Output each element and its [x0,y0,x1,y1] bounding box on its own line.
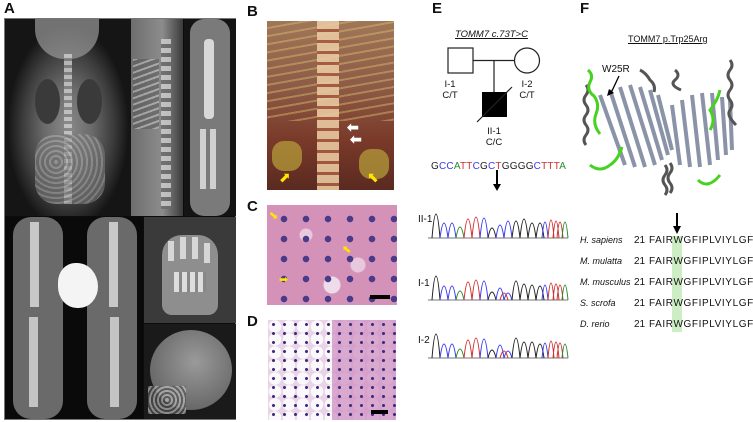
sequence-segment: FAIR [649,235,674,246]
sequence-segment: GFIPLVIYLGF [683,319,753,330]
protein-title: TOMM7 p.Trp25Arg [628,34,708,44]
sequence-segment: FAIR [649,277,674,288]
pedigree-i2-id: I-2 [521,79,533,90]
highlighted-residue: W [673,319,684,330]
sequence-segment: GFIPLVIYLGF [683,256,753,267]
chromatogram-i2 [428,333,569,359]
panel-a-radiographs [4,18,236,420]
dna-base: T [466,161,473,172]
scale-bar [371,410,388,414]
white-arrow-icon: ⬅ [350,131,362,147]
species-label: D. rerio [580,319,610,329]
panel-d-histology [268,320,396,420]
highlighted-residue: W [673,277,684,288]
residue-start: 21 [634,319,646,330]
dna-base: C [438,161,447,172]
residue-start: 21 [634,277,646,288]
alignment-arrow-icon [676,213,678,228]
species-label: M. mulatta [580,256,623,266]
chromatogram-ii1 [428,213,569,239]
mutation-arrow-head [493,184,501,191]
dna-base: T [547,161,554,172]
protein-structure [582,59,738,196]
mutation-label-w25r: W25R [602,64,630,75]
xray-chest-ap [5,19,131,216]
dna-base: G [525,161,534,172]
species-label: S. scrofa [580,298,616,308]
alignment-highlight-column [672,236,682,332]
panel-f-label: F [580,0,590,17]
pedigree-i1-genotype: C/T [442,90,458,101]
dna-base: C [472,161,481,172]
species-label: H. sapiens [580,235,623,245]
dna-base: T [541,161,548,172]
residue-start: 21 [634,256,646,267]
dna-base: T [459,161,467,172]
mother-circle-icon [513,47,541,74]
gonad-shield [58,263,98,308]
dna-base: A [453,161,460,172]
panel-e-label: E [432,0,443,17]
yellow-arrow-icon: ➡ [279,274,289,286]
dna-base: G [517,161,526,172]
xray-hand [144,217,236,323]
xray-spine-lateral [131,19,183,216]
chrom-label-ii1: II-1 [418,214,433,225]
highlighted-residue: W [673,235,684,246]
residue-start: 21 [634,298,646,309]
panel-d-label: D [247,313,258,330]
sequence-segment: GFIPLVIYLGF [683,298,753,309]
dna-base: A [559,161,567,172]
dna-base: T [553,161,560,172]
aligned-sequence: FAIRWGFIPLVIYLGF [649,277,753,288]
aligned-sequence: FAIRWGFIPLVIYLGF [649,235,753,246]
dna-base: G [480,161,488,172]
pedigree-title: TOMM7 c.73T>C [455,29,528,40]
mutation-arrow-icon [496,170,498,186]
residue-start: 21 [634,235,646,246]
highlighted-residue: W [673,298,684,309]
xray-arm [184,19,236,216]
dna-base: T [495,161,502,172]
pedigree-chart [447,47,541,123]
species-label: M. musculus [580,277,631,287]
pedigree-i1-id: I-1 [444,79,456,90]
sequence-segment: GFIPLVIYLGF [683,235,753,246]
chrom-label-i2: I-2 [418,335,430,346]
sequence-segment: GFIPLVIYLGF [683,277,753,288]
dna-sequence: GCCATTCGCTGGGGCTTTA [431,161,566,172]
sequence-segment: FAIR [649,256,674,267]
dna-base: G [501,161,510,172]
dna-base: C [533,161,542,172]
aligned-sequence: FAIRWGFIPLVIYLGF [649,319,753,330]
alignment-arrow-head [672,226,681,234]
chrom-label-i1: I-1 [418,278,430,289]
pedigree-i2-genotype: C/T [519,90,535,101]
aligned-sequence: FAIRWGFIPLVIYLGF [649,256,753,267]
dna-base: G [431,161,439,172]
dna-base: G [509,161,518,172]
white-arrow-icon: ⬅ [347,119,359,135]
panel-b-autopsy-photo: ⬅ ⬅ ➡ ➡ [267,21,394,190]
panel-c-label: C [247,198,258,215]
pedigree-ii1-genotype: C/C [485,137,503,148]
panel-c-histology: ➡ ➡ ➡ [267,205,397,305]
pedigree-ii1-id: II-1 [487,126,501,137]
dna-base: C [446,161,454,172]
highlighted-residue: W [673,256,684,267]
father-square-icon [447,47,474,74]
xray-legs [5,217,143,419]
panel-a-label: A [4,0,15,17]
aligned-sequence: FAIRWGFIPLVIYLGF [649,298,753,309]
scale-bar [370,295,390,299]
w25r-arrow-icon [607,75,620,96]
sequence-segment: FAIR [649,298,674,309]
panel-b-label: B [247,3,258,20]
chromatogram-i1 [428,275,569,301]
dna-base: C [488,161,496,172]
xray-skull [144,324,236,419]
sequence-segment: FAIR [649,319,674,330]
